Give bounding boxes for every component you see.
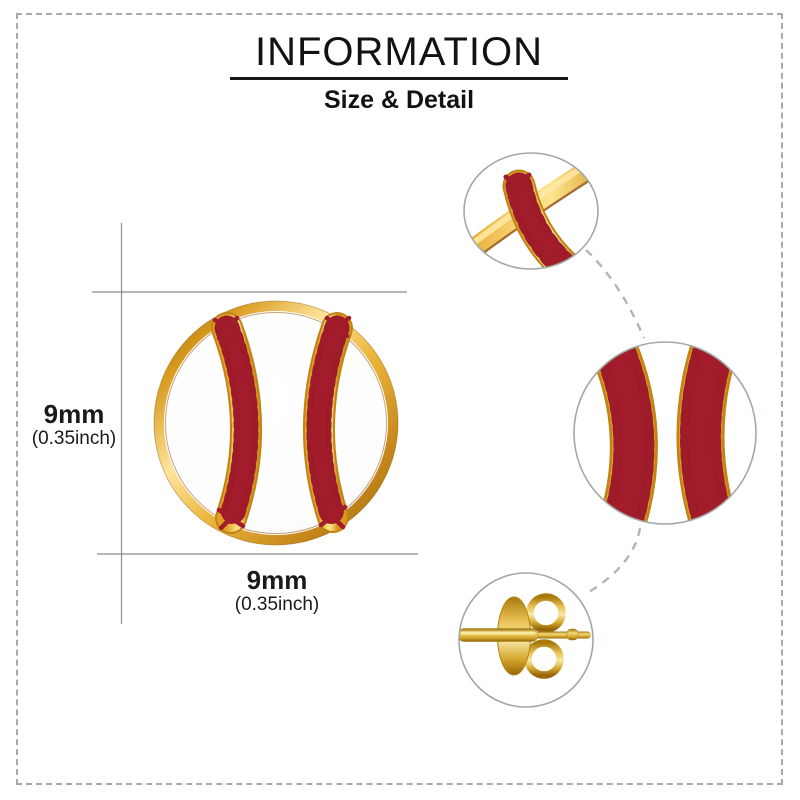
connector-middle-to-bottom [588,527,642,594]
baseball-earring-figure [153,300,399,546]
height-value-inch: (0.35inch) [31,428,117,449]
zoom-connector-lines [585,249,646,594]
height-value-mm: 9mm [43,399,105,429]
page-subtitle: Size & Detail [323,86,475,114]
height-dimension-label: 9mm (0.35inch) [14,401,134,449]
width-dimension-label: 9mm (0.35inch) [197,567,357,615]
right-seam-band [302,312,353,533]
detail-circle-seams-closeup [573,341,757,525]
dimension-lines [92,223,418,624]
left-seam-band [211,312,263,534]
detail-circle-rim-closeup [463,152,599,270]
title-underline [230,77,568,80]
width-value-mm: 9mm [246,565,308,595]
detail-circle-back-closeup [458,572,594,708]
page-title: INFORMATION [254,30,543,74]
width-value-inch: (0.35inch) [234,594,320,615]
ear-post [459,628,591,642]
connector-top-to-middle [585,249,646,339]
